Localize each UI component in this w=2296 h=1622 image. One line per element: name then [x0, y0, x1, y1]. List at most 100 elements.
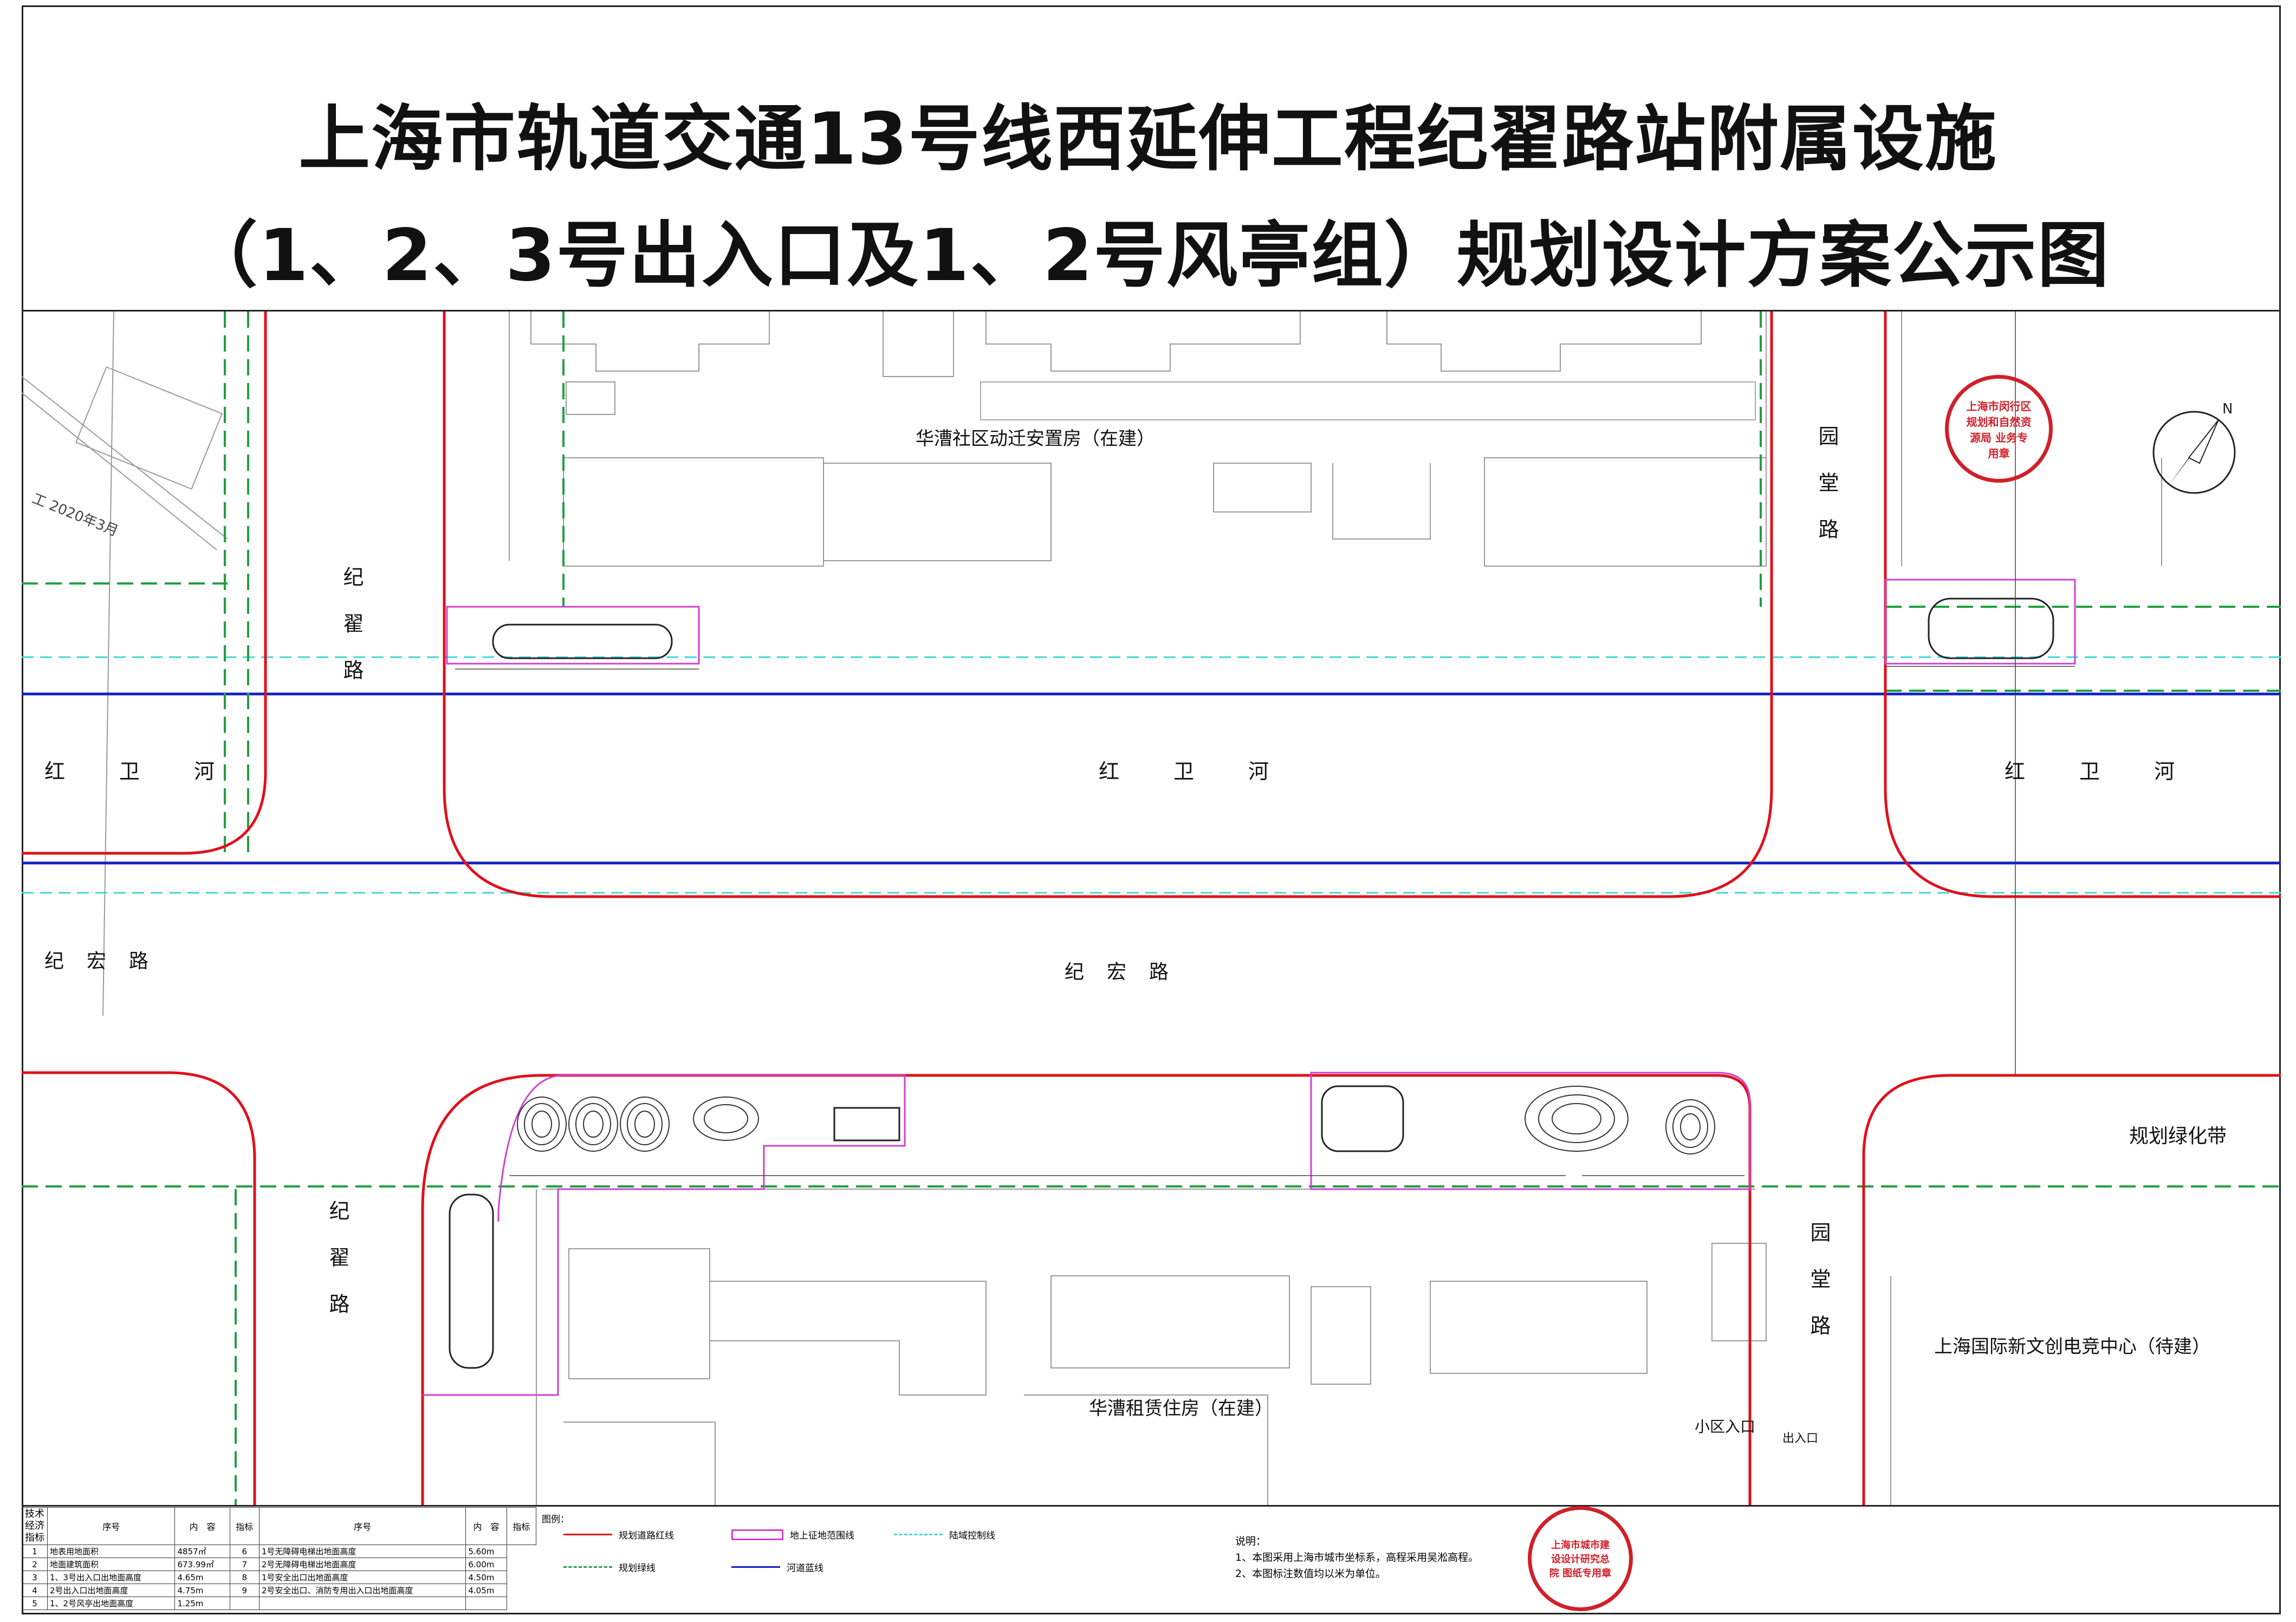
table-cell: [465, 1597, 507, 1610]
river-blue-lines: [22, 692, 2281, 865]
title-divider: [22, 310, 2281, 312]
river-label-hongwei-right: 红卫河: [2005, 760, 2229, 783]
legend-item: 陆域控制线: [894, 1528, 995, 1541]
legend-item: 规划道路红线: [563, 1528, 674, 1541]
table-cell: 1、2号风亭出地面高度: [47, 1597, 176, 1610]
table-header-cell: 指标: [229, 1507, 260, 1545]
legend-item: 河道蓝线: [731, 1560, 823, 1574]
table-cell: 3: [22, 1571, 48, 1584]
stamp-bottom-text: 上海市城市建设设计研究总院 图纸专用章: [1549, 1540, 1612, 1579]
area-label-esports-center: 上海国际新文创电竞中心（待建）: [1934, 1336, 2210, 1358]
north-arrow-icon: N: [2152, 401, 2236, 494]
table-cell: 1.25m: [174, 1597, 230, 1610]
table-cell: 6.00m: [465, 1558, 507, 1571]
road-label-yuantang-top: 园堂路: [1815, 425, 1839, 565]
legend-label: 陆域控制线: [949, 1530, 995, 1541]
table-cell: 地表用地面积: [47, 1545, 176, 1558]
table-header-cell: 序号: [258, 1507, 466, 1545]
parking-hatch: [980, 381, 1756, 420]
legend-swatch-magenta: [731, 1529, 783, 1540]
table-header-cell: 内 容: [174, 1507, 230, 1545]
area-label-green-belt: 规划绿化带: [2129, 1125, 2227, 1147]
area-label-resettlement: 华漕社区动迁安置房（在建）: [916, 428, 1155, 450]
notes: 说明： 1、本图采用上海市城市坐标系，高程采用吴淞高程。 2、本图标注数值均以米…: [1235, 1533, 1478, 1582]
stamp-top-text: 上海市闵行区规划和自然资源局 业务专用章: [1966, 399, 2032, 460]
title-line-2: （1、2、3号出入口及1、2号风亭组）规划设计方案公示图: [186, 214, 2110, 297]
table-header-row: 技术经济指标 序号 内 容 指标 序号 内 容 指标: [22, 1507, 537, 1545]
road-label-jizhai-bottom: 纪翟路: [326, 1200, 349, 1340]
svg-text:N: N: [2222, 401, 2233, 417]
legend-swatch-green: [563, 1566, 612, 1568]
table-header-cell: 指标: [506, 1507, 537, 1545]
legend-swatch-blue: [731, 1566, 780, 1568]
table-cell: 2号出入口出地面高度: [47, 1584, 176, 1597]
road-label-jizhai-top: 纪翟路: [340, 566, 364, 706]
road-label-jihong-left: 纪宏路: [44, 950, 172, 972]
legend-swatch-red: [563, 1534, 612, 1535]
table-cell: 673.99㎡: [174, 1558, 230, 1571]
land-control-lines: [22, 656, 2281, 894]
site-plan-drawing: N: [22, 312, 2281, 1505]
table-cell: 8: [229, 1571, 260, 1584]
notes-title: 说明：: [1235, 1535, 1267, 1547]
legend-item: 地上征地范围线: [731, 1528, 854, 1541]
area-label-exit-entrance: 出入口: [1782, 1432, 1819, 1445]
notes-line-2: 2、本图标注数值均以米为单位。: [1235, 1568, 1386, 1580]
stamp-icon: 上海市闵行区规划和自然资源局 业务专用章: [1945, 375, 2053, 483]
table-cell: 7: [229, 1558, 260, 1571]
table-cell: 4857㎡: [174, 1545, 230, 1558]
table-cell: 2: [22, 1558, 48, 1571]
land-acquisition-lines: [423, 579, 2076, 1396]
table-cell: 4: [22, 1584, 48, 1597]
legend-label: 规划绿线: [619, 1563, 656, 1574]
legend-item: 规划绿线: [563, 1560, 656, 1574]
legend: 图例： 规划道路红线 地上征地范围线 陆域控制线 规划绿线 河道蓝线: [542, 1511, 1192, 1598]
road-red-lines: [22, 312, 2281, 1505]
river-label-hongwei-center: 红卫河: [1099, 760, 1324, 783]
table-cell: 9: [229, 1584, 260, 1597]
area-label-community-entrance: 小区入口: [1695, 1418, 1756, 1436]
table-side-label: 技术经济指标: [22, 1507, 48, 1545]
station-facilities: [449, 598, 2054, 1369]
stamp-icon: 上海市城市建设设计研究总院 图纸专用章: [1528, 1506, 1633, 1611]
road-label-jihong-center: 纪宏路: [1065, 961, 1192, 983]
table-cell: 2号安全出口、消防专用出入口出地面高度: [258, 1584, 466, 1597]
table-cell: 4.05m: [465, 1584, 507, 1597]
legend-label: 河道蓝线: [787, 1563, 823, 1574]
vent-shafts: [517, 1086, 1715, 1154]
table-cell: [258, 1597, 466, 1610]
table-cell: 4.65m: [174, 1571, 230, 1584]
table-cell: 6: [229, 1545, 260, 1558]
river-label-hongwei-left: 红卫河: [44, 760, 269, 783]
notes-line-1: 1、本图采用上海市城市坐标系，高程采用吴淞高程。: [1235, 1552, 1479, 1563]
table-cell: 1: [22, 1545, 48, 1558]
drawing-frame: [22, 5, 2281, 1614]
table-cell: 4.50m: [465, 1571, 507, 1584]
legend-label: 地上征地范围线: [790, 1530, 854, 1541]
legend-swatch-cyan: [894, 1534, 943, 1535]
table-cell: [229, 1597, 260, 1610]
table-cell: 2号无障碍电梯出地面高度: [258, 1558, 466, 1571]
table-cell: 1号安全出口出地面高度: [258, 1571, 466, 1584]
title-line-1: 上海市轨道交通13号线西延伸工程纪翟路站附属设施: [299, 98, 1997, 181]
road-label-yuantang-bottom: 园堂路: [1807, 1222, 1831, 1361]
table-cell: 1号无障碍电梯出地面高度: [258, 1545, 466, 1558]
table-cell: 4.75m: [174, 1584, 230, 1597]
table-cell: 5.60m: [465, 1545, 507, 1558]
table-header-cell: 内 容: [465, 1507, 507, 1545]
area-label-rental-housing: 华漕租赁住房（在建）: [1089, 1398, 1273, 1419]
table-cell: 地面建筑面积: [47, 1558, 176, 1571]
legend-title: 图例：: [542, 1514, 569, 1525]
table-cell: 5: [22, 1597, 48, 1610]
legend-label: 规划道路红线: [619, 1530, 674, 1541]
footer-divider: [22, 1505, 2281, 1507]
table-cell: 1、3号出入口出地面高度: [47, 1571, 176, 1584]
green-planning-lines: [22, 312, 2281, 1505]
table-header-cell: 序号: [47, 1507, 176, 1545]
